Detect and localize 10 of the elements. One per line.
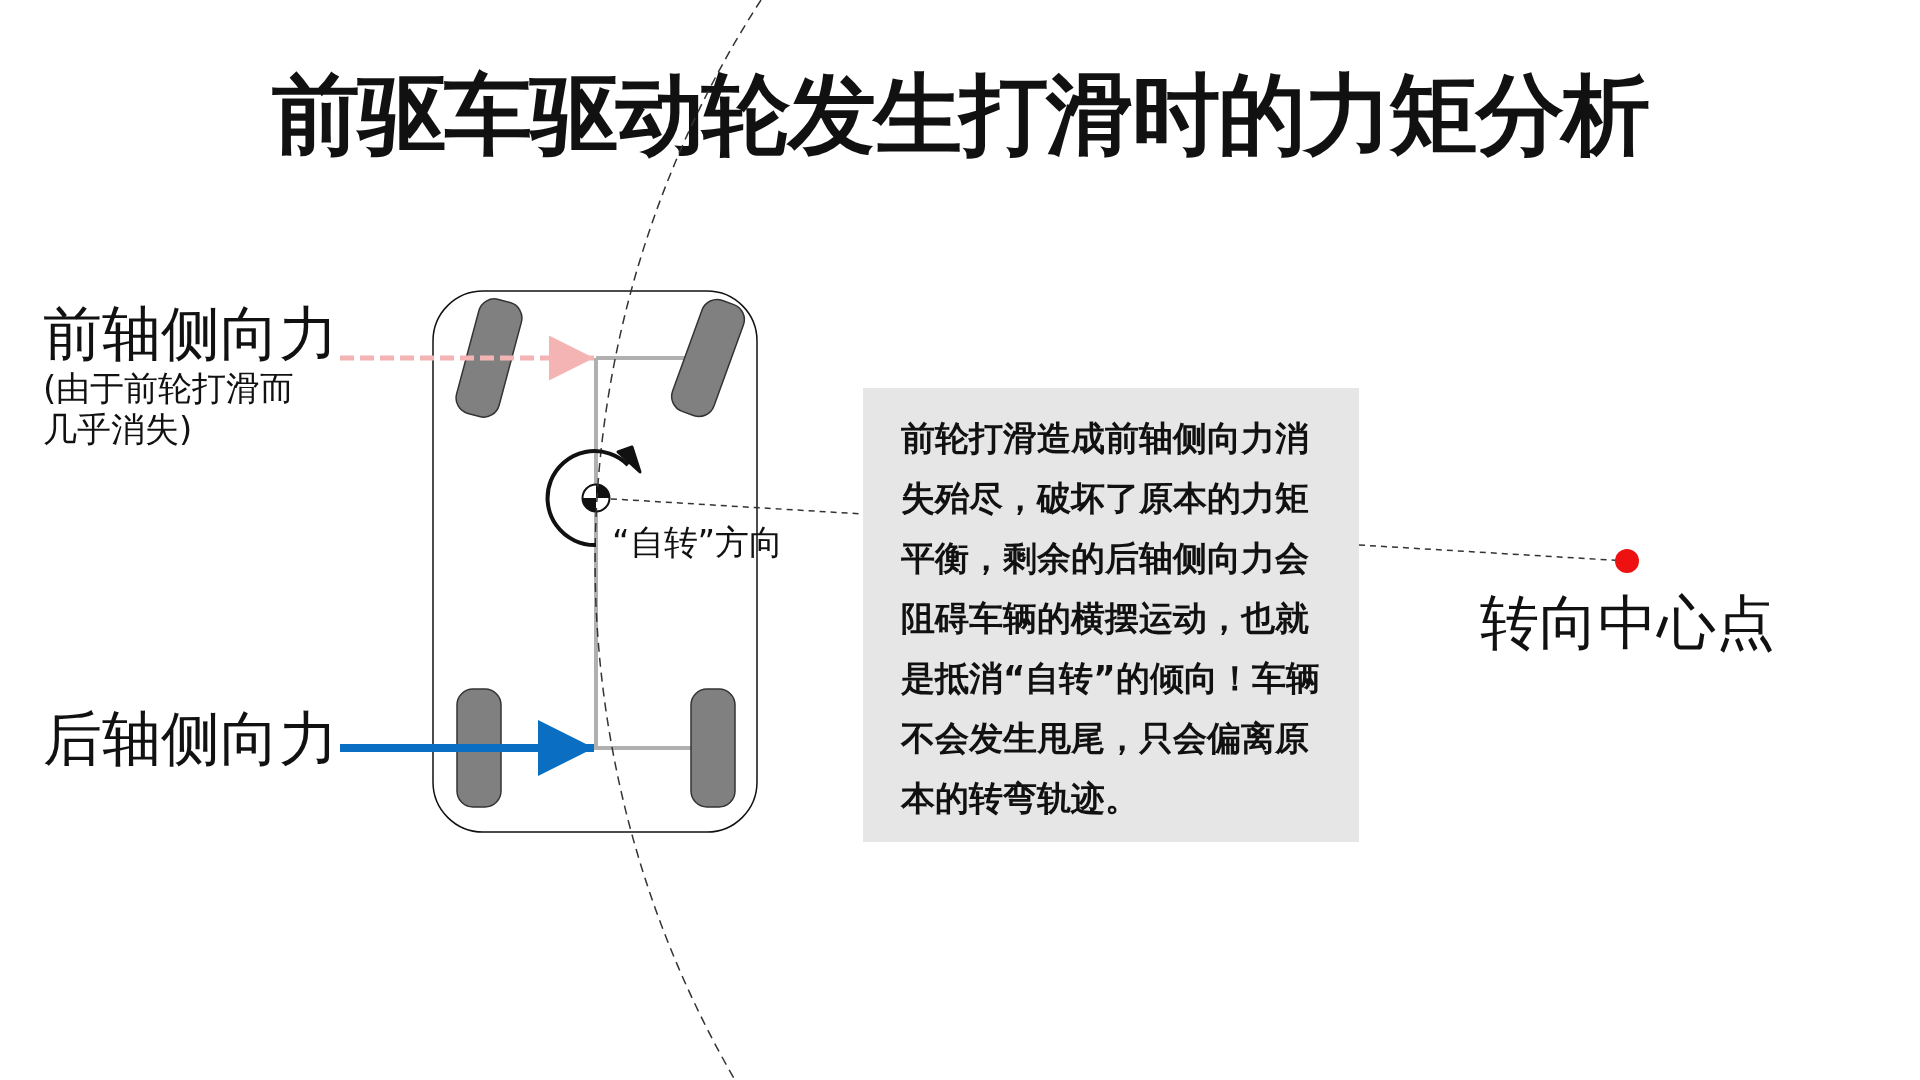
point-label: 转向中心点: [1478, 591, 1776, 656]
arrow: [340, 335, 594, 381]
note-text: (由于前轮打滑而几乎消失): [43, 367, 296, 450]
force-label: 后轴侧向力: [43, 705, 338, 773]
title: 前驱车驱动轮发生打滑时的力矩分析: [271, 62, 1650, 168]
force-label: 前轴侧向力: [43, 300, 338, 368]
center-point-dot: [1615, 549, 1639, 573]
dashed-line: [1358, 544, 1616, 562]
center-of-gravity-symbol: [581, 483, 611, 513]
text-box: 前轮打滑造成前轴侧向力消失殆尽，破坏了原本的力矩平衡，剩余的后轴侧向力会阻碍车辆的横摆运动，也就是抵消“自转”的倾向！车辆不会发生甩尾，只会偏离原本的转弯轨迹。: [863, 388, 1359, 842]
